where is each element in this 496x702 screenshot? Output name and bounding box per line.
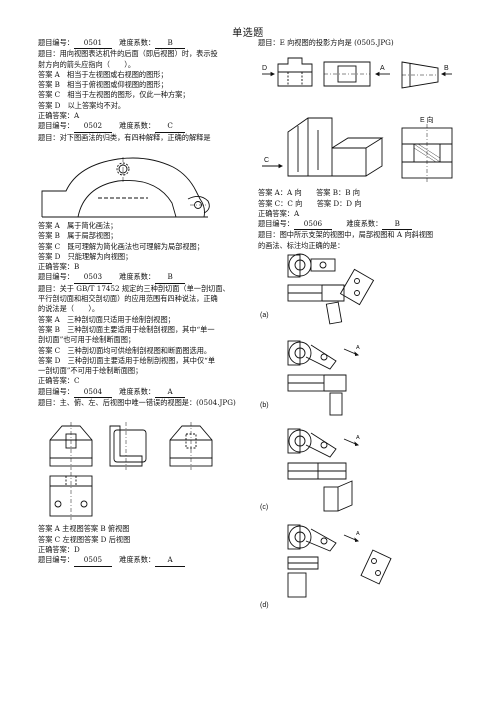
left-column: 题目编号：0501 难度系数：B 题目：用向视图表达机件的后面（即后视图）时，表…: [38, 38, 238, 567]
answer-b-cont: 剖切面”也可用于绘制断面图；: [38, 335, 136, 345]
question-stem: 题目：图中所示支架的视图中，局部视图和 A 向斜视图: [258, 230, 434, 240]
question-stem: 题目：主、俯、左、后视图中唯一错误的视图是：(0504.JPG): [38, 398, 236, 408]
question-stem: 题目：关于 GB/T 17452 规定的三种剖切面（单一剖切面、: [38, 283, 230, 293]
arrow-label-a: A: [356, 531, 360, 537]
correct-answer: 正确答案：D: [38, 544, 80, 554]
question-id: 0505: [73, 555, 112, 567]
question-header-0504: 题目编号：0504 难度系数：A: [38, 387, 238, 399]
answer-d: 答案 D 以上答案均不对。: [38, 100, 126, 110]
option-d-label: (d): [260, 602, 269, 609]
difficulty: C: [155, 121, 186, 133]
question-header-0505: 题目编号：0505 难度系数：A: [38, 555, 238, 567]
option-c-label: (c): [260, 504, 268, 511]
answer-a: 答案 A 三种剖切面只适用于绘制剖视图；: [38, 314, 175, 324]
arrow-label-a: A: [356, 435, 360, 441]
answer-d: 答案 D 只能理解为向视图；: [38, 251, 133, 261]
correct-answer: 正确答案：A: [258, 208, 300, 218]
difficulty: B: [155, 272, 186, 284]
question-id: 0504: [73, 387, 112, 399]
question-stem: 题目：对下图画法的归类，有四种解释，正确的解释是: [38, 132, 211, 142]
right-column: 题目：E 向视图的投影方向是 (0505.JPG): [258, 38, 464, 611]
figure-0504-four-views: [49, 422, 213, 521]
question-header-0501: 题目编号：0501 难度系数：B: [38, 38, 238, 50]
answer-c: 答案 C 相当于左视图的图形，仅此一种方案；: [38, 90, 190, 100]
difficulty: A: [155, 555, 186, 567]
figure-0502-flange-drawing: [41, 156, 210, 218]
answer-c: 答案 C 三种剖切面均可供绘制剖视图和断面图选用。: [38, 345, 212, 355]
question-stem: 题目：E 向视图的投影方向是 (0505.JPG): [258, 38, 394, 47]
answer-a: 答案 A 相当于左视图或右视图的图形；: [38, 69, 168, 79]
answer-a: 答案 A 属于简化画法；: [38, 220, 118, 230]
question-id: 0503: [73, 272, 112, 284]
correct-answer: 正确答案：B: [38, 262, 80, 272]
figure-0506-options: (a) (b) (c) (d) A A A: [260, 253, 392, 609]
difficulty: A: [155, 387, 186, 399]
figure-0505-views: D A B C E 向: [262, 57, 453, 183]
option-a-label: (a): [260, 312, 269, 319]
label-a: A: [380, 65, 385, 72]
label-e: E 向: [420, 115, 434, 124]
answer-b: 答案 B 相当于俯视图或仰视图的图形；: [38, 80, 168, 90]
arrow-label-a: A: [356, 345, 360, 351]
difficulty: B: [382, 219, 413, 231]
label-c: C: [264, 157, 269, 164]
question-stem: 的说法是（ ）。: [38, 304, 100, 314]
question-stem: 的画法、标注均正确的是：: [258, 240, 345, 250]
question-id: 0502: [73, 121, 112, 133]
page-title: 单选题: [232, 28, 264, 39]
question-header-0506: 题目编号：0506 难度系数：B: [258, 219, 464, 231]
answer-b: 答案 B 属于局部视图；: [38, 231, 118, 241]
question-stem: 题目：用向视图表达机件的后面（即后视图）时，表示投: [38, 49, 218, 59]
answer-line-1: 答案 A：A 向 答案 B：B 向: [258, 188, 360, 198]
answer-line-2: 答案 C：C 向 答案 D：D 向: [258, 198, 362, 208]
answer-d-cont: 一剖切面”不可用于绘制断面图；: [38, 366, 143, 376]
answer-b: 答案 B 三种剖切面主要适用于绘制剖视图，其中“单一: [38, 324, 215, 334]
question-stem: 射方向的箭头应指向（ ）。: [38, 59, 136, 69]
option-b-label: (b): [260, 402, 269, 409]
correct-answer: 正确答案：A: [38, 111, 80, 121]
correct-answer: 正确答案：C: [38, 376, 80, 386]
answer-line-2: 答案 C 左视图答案 D 后视图: [38, 534, 131, 544]
question-stem: 平行剖切面和相交剖切面）的应用范围有四种说法，正确: [38, 294, 218, 304]
question-id: 0501: [73, 38, 112, 50]
label-d: D: [262, 65, 267, 72]
answer-c: 答案 C 既可理解为简化画法也可理解为局部视图；: [38, 241, 204, 251]
answer-line-1: 答案 A 主视图答案 B 俯视图: [38, 524, 130, 534]
label-b: B: [444, 65, 449, 72]
question-header-0502: 题目编号：0502 难度系数：C: [38, 121, 238, 133]
answer-d: 答案 D 三种剖切面主要适用于绘制剖视图，其中仅“单: [38, 355, 216, 365]
question-header-0503: 题目编号：0503 难度系数：B: [38, 272, 238, 284]
question-id: 0506: [293, 219, 332, 231]
difficulty: B: [155, 38, 186, 50]
